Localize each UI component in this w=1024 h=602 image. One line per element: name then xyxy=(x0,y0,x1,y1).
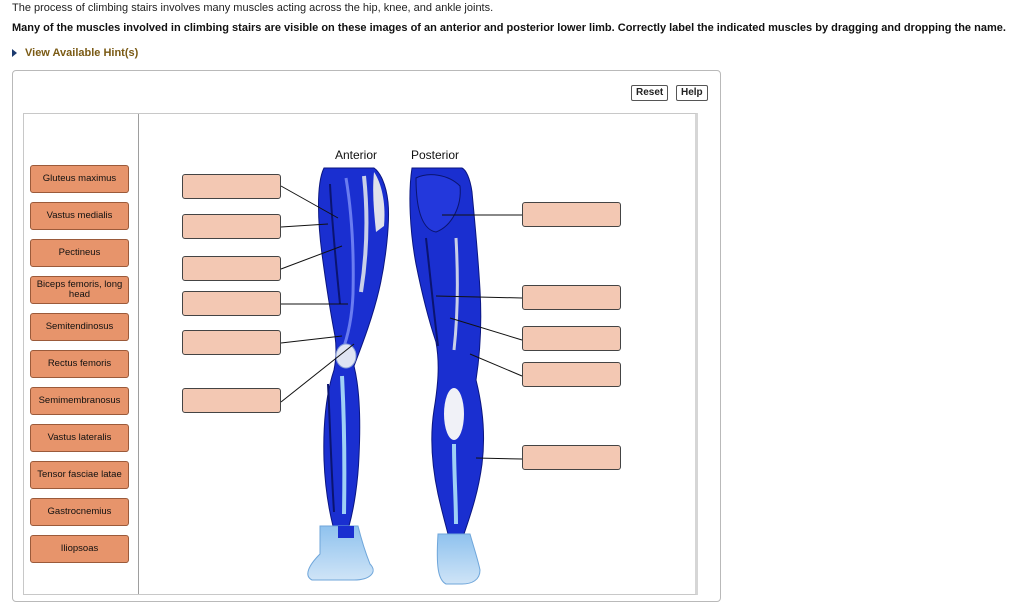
label-chip[interactable]: Gluteus maximus xyxy=(30,165,129,193)
help-button[interactable]: Help xyxy=(676,85,708,101)
hint-link-label: View Available Hint(s) xyxy=(25,47,139,59)
anterior-drop-zone[interactable] xyxy=(182,214,281,239)
label-chip[interactable]: Semimembranosus xyxy=(30,387,129,415)
label-bank: Gluteus maximus Vastus medialis Pectineu… xyxy=(24,114,139,594)
anterior-drop-zone[interactable] xyxy=(182,388,281,413)
posterior-leader-lines xyxy=(435,214,523,460)
anterior-drop-zone[interactable] xyxy=(182,174,281,199)
labeling-workspace: Gluteus maximus Vastus medialis Pectineu… xyxy=(23,113,698,595)
question-text: Many of the muscles involved in climbing… xyxy=(12,22,1006,34)
view-hints-link[interactable]: View Available Hint(s) xyxy=(12,47,138,59)
label-chip[interactable]: Pectineus xyxy=(30,239,129,267)
label-chip[interactable]: Biceps femoris, long head xyxy=(30,276,129,304)
anterior-view-label: Anterior xyxy=(335,148,378,162)
lower-limb-illustration xyxy=(280,167,523,585)
posterior-drop-zone[interactable] xyxy=(522,445,621,470)
anterior-leader-lines xyxy=(280,185,355,403)
expand-triangle-icon xyxy=(12,49,17,58)
anterior-leg xyxy=(307,167,390,581)
posterior-drop-zone[interactable] xyxy=(522,202,621,227)
label-chip[interactable]: Rectus femoris xyxy=(30,350,129,378)
label-chip[interactable]: Vastus lateralis xyxy=(30,424,129,452)
reset-button[interactable]: Reset xyxy=(631,85,669,101)
posterior-drop-zone[interactable] xyxy=(522,285,621,310)
label-chip[interactable]: Iliopsoas xyxy=(30,535,129,563)
intro-text: The process of climbing stairs involves … xyxy=(12,2,494,14)
posterior-drop-zone[interactable] xyxy=(522,362,621,387)
anterior-drop-zone[interactable] xyxy=(182,291,281,316)
activity-panel: Reset Help Gluteus maximus Vastus medial… xyxy=(12,70,721,602)
label-chip[interactable]: Gastrocnemius xyxy=(30,498,129,526)
label-chip[interactable]: Semitendinosus xyxy=(30,313,129,341)
label-chip[interactable]: Vastus medialis xyxy=(30,202,129,230)
anterior-drop-zone[interactable] xyxy=(182,256,281,281)
posterior-drop-zone[interactable] xyxy=(522,326,621,351)
anterior-drop-zone[interactable] xyxy=(182,330,281,355)
posterior-view-label: Posterior xyxy=(411,148,460,162)
posterior-leg xyxy=(409,167,485,585)
label-chip[interactable]: Tensor fasciae latae xyxy=(30,461,129,489)
